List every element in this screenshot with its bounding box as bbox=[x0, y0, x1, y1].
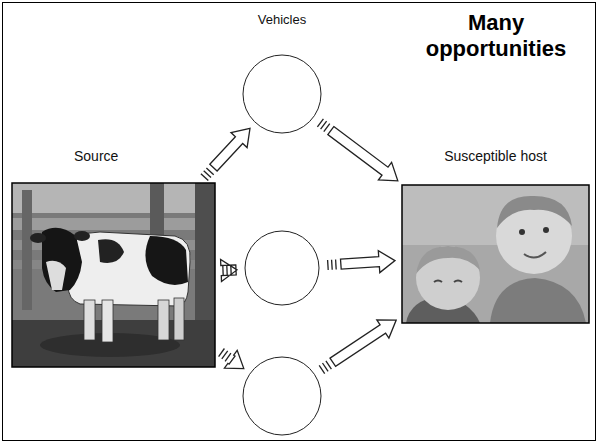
transmission-arrow bbox=[219, 349, 244, 369]
node-label: Source bbox=[74, 148, 216, 165]
vehicle-circle bbox=[244, 230, 320, 306]
host-node: Susceptible host bbox=[402, 148, 589, 323]
vehicle-outline bbox=[242, 54, 322, 134]
photo-frame bbox=[12, 183, 215, 367]
circle-outline bbox=[242, 356, 322, 436]
cow-photo bbox=[12, 183, 215, 367]
circle-outline bbox=[244, 230, 320, 306]
transmission-arrow bbox=[319, 320, 396, 374]
slide-title: Many opportunities bbox=[398, 10, 594, 62]
node-label: Vehicles bbox=[236, 12, 328, 28]
transmission-arrow bbox=[201, 128, 250, 180]
transmission-arrow bbox=[221, 260, 237, 282]
vehicle-circle: Vehicles bbox=[236, 12, 328, 134]
vehicle-circle bbox=[242, 356, 322, 436]
node-label: Susceptible host bbox=[432, 148, 559, 165]
photo-frame bbox=[402, 185, 589, 323]
circle-outline bbox=[242, 54, 322, 134]
transmission-arrow bbox=[317, 119, 397, 181]
children-photo bbox=[402, 185, 589, 323]
vehicle-outline bbox=[244, 230, 320, 306]
transmission-arrow bbox=[328, 251, 395, 273]
vehicle-outline bbox=[242, 356, 322, 436]
source-node: Source bbox=[12, 148, 216, 367]
